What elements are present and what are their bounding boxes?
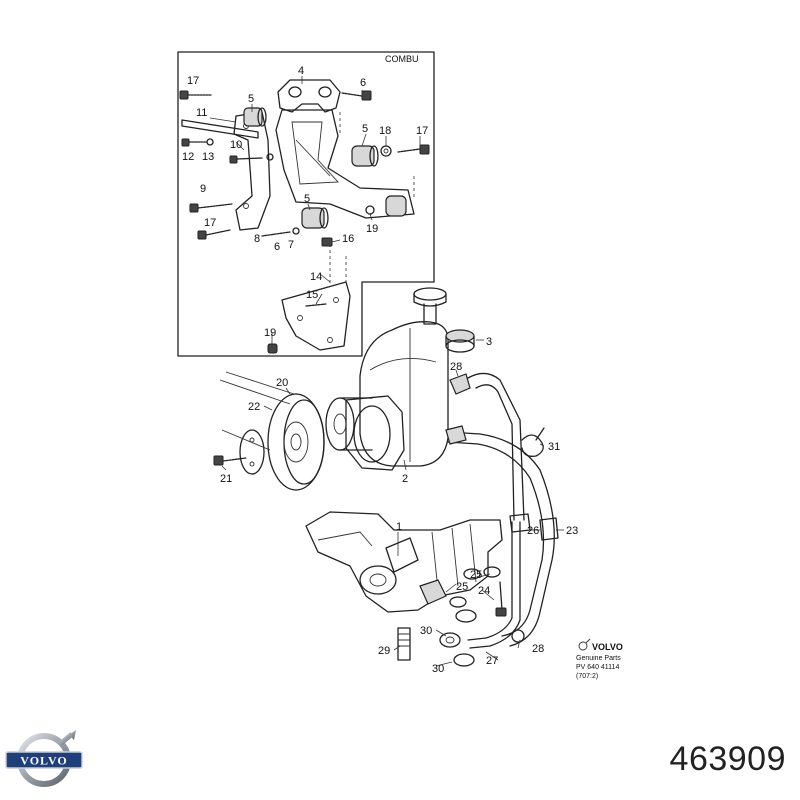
callout: 18 (379, 125, 391, 137)
steering-gear (305, 511, 525, 667)
stamp-brand: VOLVO (592, 642, 623, 652)
genuine-parts-stamp: VOLVO Genuine Parts PV 640 41114 (707:2) (576, 638, 623, 680)
callout: 20 (276, 377, 288, 389)
callout: 10 (230, 139, 242, 151)
callout: 28 (532, 643, 544, 655)
callout: 12 (182, 151, 194, 163)
callout: 28 (450, 361, 462, 373)
callout: 5 (248, 93, 254, 105)
bushing (243, 107, 267, 127)
callout: 22 (248, 401, 260, 413)
callout: 6 (360, 77, 366, 89)
inset-frame: COMBU (177, 51, 435, 357)
callout: 16 (342, 233, 354, 245)
callout: 5 (362, 123, 368, 135)
callout: 31 (548, 441, 560, 453)
callout: 25 (456, 581, 468, 593)
callout: 25 (470, 569, 482, 581)
hoses (445, 372, 559, 649)
stamp-line: PV 640 41114 (576, 664, 619, 671)
callout: 19 (366, 223, 378, 235)
callout: 17 (204, 217, 216, 229)
callout: 11 (196, 107, 207, 119)
callout: 30 (420, 625, 432, 637)
callout: 19 (264, 327, 276, 339)
bushing (301, 207, 329, 229)
power-steering-pump (213, 287, 475, 491)
callout: 17 (416, 125, 428, 137)
inset-label: COMBU (385, 54, 419, 64)
callout: 13 (202, 151, 214, 163)
callout: 6 (274, 241, 280, 253)
callout: 30 (432, 663, 444, 675)
callout: 29 (378, 645, 390, 657)
logo-wordmark: VOLVO (20, 754, 67, 768)
callout: 17 (187, 75, 199, 87)
stamp-line: (707:2) (576, 673, 598, 680)
callout: 2 (402, 473, 408, 485)
callout: 3 (486, 336, 492, 348)
leader-lines (209, 76, 564, 667)
bracket-assembly (181, 79, 415, 351)
callout: 15 (306, 289, 318, 301)
callout: 26 (527, 525, 539, 537)
callout: 1 (396, 521, 402, 533)
callout: 4 (298, 65, 304, 77)
callout-numbers: 17 4 6 5 11 5 18 17 12 13 10 9 5 17 8 6 … (182, 65, 578, 675)
callout: 21 (220, 473, 232, 485)
callout: 7 (288, 239, 294, 251)
callout: 24 (478, 585, 490, 597)
callout: 14 (310, 271, 322, 283)
bushing (351, 145, 379, 167)
callout: 8 (254, 233, 260, 245)
callout: 23 (566, 525, 578, 537)
bolts-inset (179, 90, 430, 354)
volvo-mark-icon (578, 641, 588, 651)
part-number: 463909 (669, 740, 786, 778)
volvo-logo-icon: VOLVO (5, 730, 83, 787)
callout: 9 (200, 183, 206, 195)
callout: 5 (304, 193, 310, 205)
callout: 27 (486, 655, 498, 667)
stamp-line: Genuine Parts (576, 655, 621, 662)
bushing (385, 195, 407, 217)
